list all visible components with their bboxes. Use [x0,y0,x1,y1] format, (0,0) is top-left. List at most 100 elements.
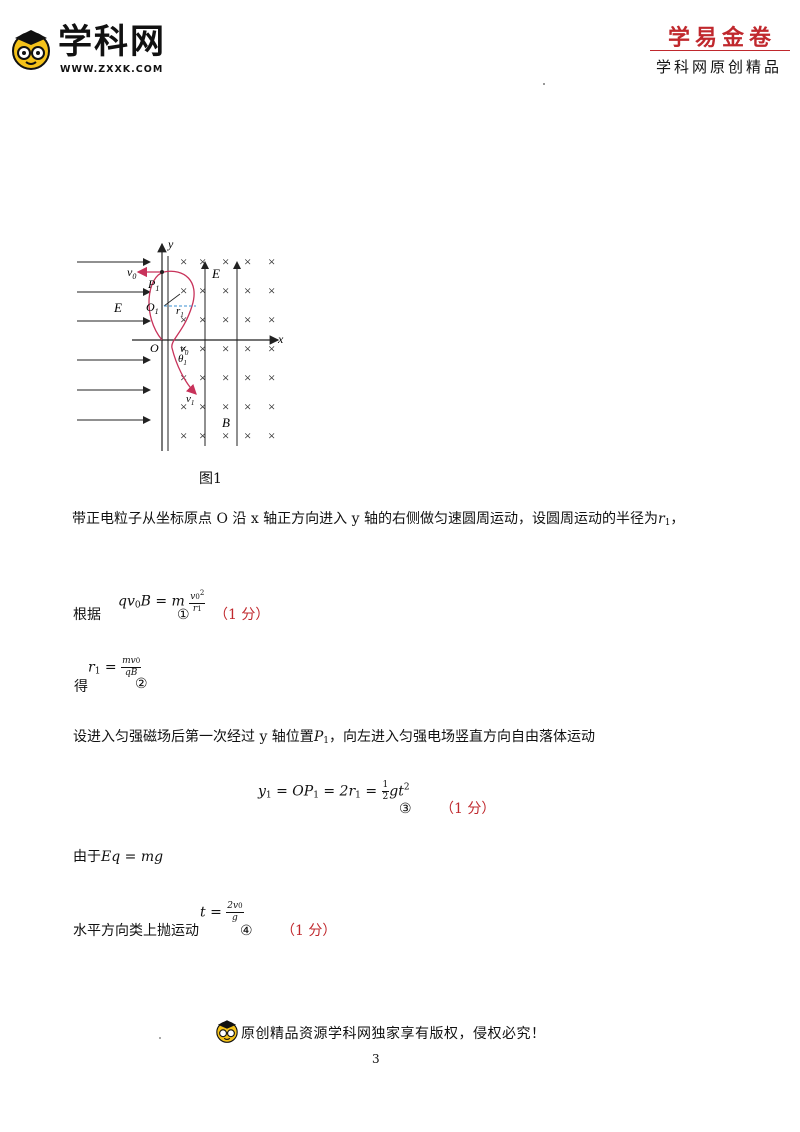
p3-marker: ② [135,676,148,692]
cross-mark: × [199,428,206,443]
p6-eq: Eq = mg [101,849,164,865]
equation-1: qv0B = m v02 r1 [118,588,206,615]
magnetic-field-crosses: ××××××××××××××××××××××××××××××××××× [180,254,275,443]
cross-mark: × [222,399,229,414]
p3-label: 得 [74,679,88,695]
eq2-left-sub: 1 [94,666,101,677]
score-4: （1 分） [281,923,337,939]
cross-mark: × [268,283,275,298]
paragraph-7: 水平方向类上抛运动 [73,920,199,940]
cross-mark: × [222,283,229,298]
p5-marker: ③ （1 分） [399,798,495,818]
brand-divider [650,50,790,51]
p4-end: ，向左进入匀强电场竖直方向自由落体运动 [328,729,595,745]
p1-end: ， [670,511,685,527]
b-label: B [222,415,230,430]
e-right-label: E [211,266,220,281]
p7-label: 水平方向类上抛运动 [73,923,199,939]
paragraph-1: 带正电粒子从坐标原点 O 沿 x 轴正方向进入 y 轴的右侧做匀速圆周运动，设圆… [72,508,684,528]
v0-mid-label: v0 [180,343,189,357]
p6-label: 由于 [73,849,101,865]
equation-3: y1 = OP1 = 2r1 = 1 2 gt2 [258,780,410,802]
eq1-left: qv [118,593,135,610]
cross-mark: × [244,254,251,269]
eq3-fraction: 1 2 [381,780,390,802]
cross-mark: × [244,399,251,414]
cross-mark: × [244,312,251,327]
cross-mark: × [268,254,275,269]
eq1-left-sub: 0 [134,600,141,611]
p4-text: 设进入匀强磁场后第一次经过 y 轴位置 [73,729,314,745]
copyright-notice: 原创精品资源学科网独家享有版权，侵权必究！ [241,1026,546,1042]
v0-top-label: v0 [127,265,136,281]
brand-subtitle: 学科网原创精品 [655,58,782,76]
e-left-label: E [113,300,122,315]
scan-dot [543,83,545,85]
cross-mark: × [222,341,229,356]
particle-trajectory [148,270,197,395]
p4-p: P [313,729,324,745]
y-axis-label: y [167,237,174,251]
cross-mark: × [180,254,187,269]
paragraph-3: 得 [74,676,88,696]
cross-mark: × [268,341,275,356]
cross-mark: × [268,428,275,443]
x-axis-label: x [277,332,284,346]
score-1: （1 分） [214,607,270,623]
p2-marker: ① （1 分） [177,604,269,624]
cross-mark: × [199,254,206,269]
p7-marker: ④ （1 分） [240,920,336,940]
eq1-fraction: v02 r1 [189,589,206,614]
cross-mark: × [180,341,187,356]
v1-label: v1 [186,393,194,407]
p4-p-sub: 1 [323,736,329,746]
cross-mark: × [244,428,251,443]
cross-mark: × [180,399,187,414]
physics-diagram: ××××××××××××××××××××××××××××××××××× y x … [77,237,284,451]
cross-mark: × [199,341,206,356]
page-number: 3 [372,1052,380,1066]
cross-mark: × [244,283,251,298]
cross-mark: × [199,399,206,414]
eq2-eq: = [100,659,122,676]
figure-caption: 图1 [199,471,222,487]
o1-label: O1 [146,300,159,316]
theta1-label: θ1 [178,353,187,367]
cross-mark: × [268,312,275,327]
cross-mark: × [222,428,229,443]
equation-4: t = 2v0 g [200,901,244,923]
cross-mark: × [222,370,229,385]
origin-label: O [150,341,159,355]
cross-mark: × [180,312,187,327]
p1-r: r [657,511,665,527]
cross-mark: × [244,341,251,356]
logo-url: WWW.ZXXK.COM [60,64,164,75]
r1-label: r1 [176,305,184,319]
eq1-mid: B = m [140,593,185,610]
cross-mark: × [180,283,187,298]
cross-mark: × [199,283,206,298]
brand-title: 学易金卷 [667,26,776,51]
circle-2: ② [135,676,148,692]
equation-2: r1 = mv0 qB [88,656,142,679]
p1-label: P1 [147,277,159,293]
cross-mark: × [199,370,206,385]
cross-mark: × [180,428,187,443]
eq2-left: r [88,659,95,676]
cross-mark: × [268,370,275,385]
paragraph-6: 由于Eq = mg [73,846,163,866]
circle-3: ③ [399,801,412,817]
score-3: （1 分） [440,801,496,817]
radius-line [163,293,181,307]
cross-mark: × [222,312,229,327]
cross-mark: × [199,312,206,327]
site-logo[interactable]: 学科网 WWW.ZXXK.COM [8,22,188,82]
p1-r-sub: 1 [664,518,671,528]
p2-label: 根据 [73,607,101,623]
logo-text: 学科网 [58,22,166,62]
eq2-fraction: mv0 qB [121,656,142,678]
scan-dot [159,1037,161,1039]
cross-mark: × [268,399,275,414]
point-p1 [160,270,164,274]
cross-mark: × [222,254,229,269]
